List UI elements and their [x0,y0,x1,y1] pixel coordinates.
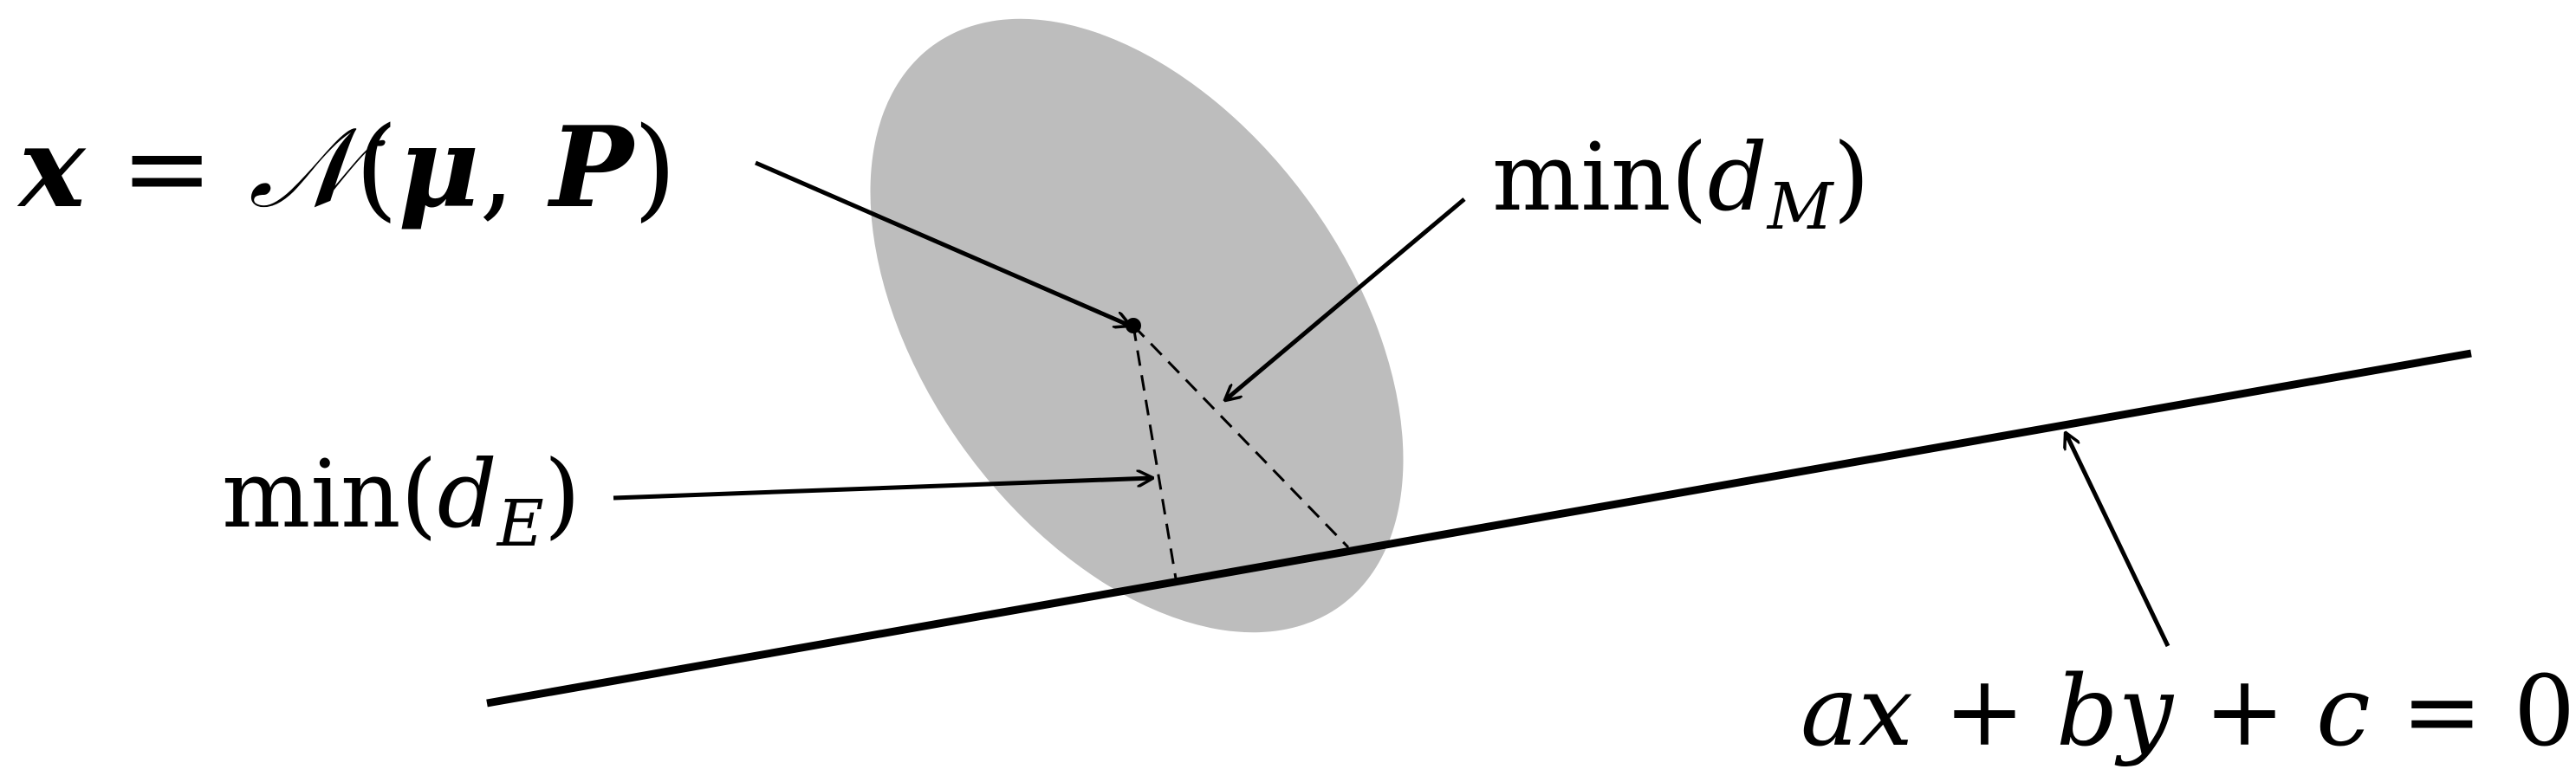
line-eq-arrow [2066,433,2170,648]
min-dm-arrow [1225,197,1466,400]
line-eq-a: a [1801,656,1859,768]
euclidean-distance-segment [1132,325,1178,585]
min-dm-sub: M [1766,170,1835,244]
gaussian-label: x = 𝒩(μ, P) [16,103,677,233]
line-eq-equals-zero: = 0 [2371,656,2575,768]
gaussian-equals: = [85,104,249,233]
gaussian-P: P [548,103,637,233]
line-eq-b: b [2056,656,2119,768]
line-eq-plus2: + [2173,656,2316,768]
gaussian-x: x [16,103,87,233]
line-eq-c: c [2316,656,2371,768]
min-dm-d: d [1708,124,1768,232]
min-de-label: min(dE) [222,441,581,561]
gaussian-arrow [755,160,1130,326]
min-de-sub: E [496,487,544,561]
min-de-arrow [613,478,1152,501]
gaussian-comma: , [479,104,549,233]
line-eq-plus1: + [1913,656,2056,768]
line-eq-x: x [1859,656,1913,768]
line-eq-y: y [2114,656,2175,768]
gaussian-close-paren: ) [633,104,677,233]
min-de-d: d [438,441,497,549]
min-dm-label: min(dM) [1492,124,1870,244]
line-eq-label: ax + by + c = 0 [1801,656,2575,768]
mahalanobis-distance-segment [1132,324,1350,549]
min-de-fn: min( [222,441,438,549]
min-dm-fn: min( [1492,124,1708,232]
min-de-close: ) [544,441,581,549]
min-dm-close: ) [1833,124,1870,232]
constraint-line [486,349,2472,708]
gaussian-open-paren: ( [355,104,399,233]
gaussian-mu: μ [399,103,480,233]
covariance-ellipse [870,18,1404,633]
